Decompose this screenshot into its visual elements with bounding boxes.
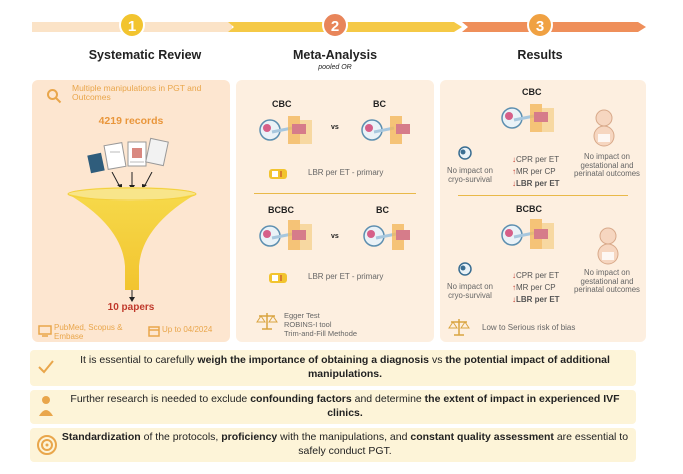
c1-mid: vs xyxy=(429,354,446,366)
results-top-lbr: ↓LBR per ET xyxy=(512,179,560,188)
c3-t3: are essential to safely conduct PGT. xyxy=(298,431,629,457)
funnel-icon xyxy=(67,187,197,290)
target-icon xyxy=(37,435,57,455)
results-bottom-cpr-text: CPR per ET xyxy=(516,271,560,280)
search-text: Multiple manipulations in PGT and Outcom… xyxy=(72,83,202,103)
step-1-title: Systematic Review xyxy=(88,48,202,62)
conclusion-3-text: Standardization of the protocols, profic… xyxy=(60,431,630,458)
magnifier-icon xyxy=(47,89,62,104)
meta-top-left-label: CBC xyxy=(272,99,292,109)
progress-bar-segment-3 xyxy=(462,22,646,32)
meta-bottom-left-label: BCBC xyxy=(268,205,294,215)
method-2: ROBINS-I tool xyxy=(284,320,332,329)
meta-top-right-label: BC xyxy=(373,99,386,109)
step-3-title: Results xyxy=(517,48,563,62)
c3-b3: constant quality assessment xyxy=(410,431,554,443)
baby-illustration xyxy=(593,109,615,147)
biopsy-illustration xyxy=(501,104,554,132)
results-bottom-cpr: ↓CPR per ET xyxy=(512,271,560,280)
researcher-icon xyxy=(39,396,53,416)
checkmark-icon xyxy=(38,360,54,374)
meta-top-vs: vs xyxy=(331,124,339,131)
step-2-subtitle: pooled OR xyxy=(318,64,352,71)
results-top-cpr-text: CPR per ET xyxy=(516,155,560,164)
c2-pre: Further research is needed to exclude xyxy=(70,393,251,405)
conclusion-banner-2: Further research is needed to exclude co… xyxy=(30,390,636,424)
results-top-mr-text: MR per CP xyxy=(516,167,556,176)
results-top-gest: No impact on gestational and perinatal o… xyxy=(574,152,640,179)
meta-bottom-measure: LBR per ET - primary xyxy=(308,272,384,281)
c3-b1: Standardization xyxy=(61,431,141,443)
c2-b2: the extent of impact in experienced IVF … xyxy=(327,393,620,419)
baby-illustration xyxy=(597,227,619,265)
step-3-badge: 3 xyxy=(527,12,553,38)
meta-top-measure: LBR per ET - primary xyxy=(308,168,384,177)
pregnancy-test-icon xyxy=(269,169,287,179)
results-bottom-lbr: ↓LBR per ET xyxy=(512,295,560,304)
records-count: 4219 records xyxy=(98,115,164,127)
step-1-badge: 1 xyxy=(119,12,145,38)
c1-b1: weigh the importance of obtaining a diag… xyxy=(197,354,430,366)
results-bottom-gest: No impact on gestational and perinatal o… xyxy=(574,268,640,295)
c3-t2: with the manipulations, and xyxy=(277,431,411,443)
results-bias: Low to Serious risk of bias xyxy=(482,323,576,332)
c2-b1: confounding factors xyxy=(250,393,352,405)
meta-bottom-vs: vs xyxy=(331,233,339,240)
step-2-badge: 2 xyxy=(322,12,348,38)
results-panel: CBC No impact on cryo-survival ↓CPR per … xyxy=(440,80,646,342)
computer-icon xyxy=(38,325,52,337)
results-top-lbr-text: LBR per ET xyxy=(516,179,560,188)
biopsy-illustration xyxy=(259,220,312,250)
embryo-icon xyxy=(458,262,472,276)
scale-icon xyxy=(448,319,470,336)
date-text: Up to 04/2024 xyxy=(162,325,213,334)
divider xyxy=(254,193,416,194)
calendar-icon xyxy=(148,326,160,337)
databases-text: PubMed, Scopus & Embase xyxy=(54,323,123,341)
results-top-label: CBC xyxy=(522,87,542,97)
biopsy-illustration xyxy=(259,116,312,144)
meta-analysis-panel: CBC BC vs LBR per ET - primary BCBC BC v… xyxy=(236,80,434,342)
results-top-mr: ↑MR per CP xyxy=(512,167,556,176)
c3-t1: of the protocols, xyxy=(140,431,222,443)
results-bottom-label: BCBC xyxy=(516,204,542,214)
progress-bar-segment-2 xyxy=(228,22,462,32)
results-bottom-mr-text: MR per CP xyxy=(516,283,556,292)
conclusion-banner-3: Standardization of the protocols, profic… xyxy=(30,428,636,462)
results-top-cpr: ↓CPR per ET xyxy=(512,155,560,164)
meta-bottom-right-label: BC xyxy=(376,205,389,215)
conclusion-1-text: It is essential to carefully weigh the i… xyxy=(60,354,630,381)
results-bottom-lbr-text: LBR per ET xyxy=(516,295,560,304)
c2-mid: and determine xyxy=(351,393,425,405)
method-1: Egger Test xyxy=(284,311,320,320)
results-top-cryo: No impact on cryo-survival xyxy=(447,166,493,184)
biopsy-illustration xyxy=(363,224,410,250)
results-bottom-mr: ↑MR per CP xyxy=(512,283,556,292)
funnel-arrow xyxy=(129,290,135,302)
conclusion-2-text: Further research is needed to exclude co… xyxy=(60,393,630,420)
divider xyxy=(458,195,628,196)
results-bottom-cryo: No impact on cryo-survival xyxy=(447,282,493,300)
systematic-review-panel: Multiple manipulations in PGT and Outcom… xyxy=(32,80,230,342)
conclusion-banner-1: It is essential to carefully weigh the i… xyxy=(30,350,636,386)
c3-b2: proficiency xyxy=(221,431,278,443)
c1-b2: the potential impact of additional manip… xyxy=(307,354,610,380)
pregnancy-test-icon xyxy=(269,273,287,283)
biopsy-illustration xyxy=(361,116,410,144)
method-3: Trim-and-Fill Methode xyxy=(284,329,358,338)
step-2-title: Meta-Analysis xyxy=(292,48,378,62)
scale-icon xyxy=(256,313,278,330)
papers-count: 10 papers xyxy=(107,302,155,313)
biopsy-illustration xyxy=(501,219,554,249)
embryo-icon xyxy=(458,146,472,160)
papers-illustration xyxy=(87,137,169,174)
c1-pre: It is essential to carefully xyxy=(80,354,198,366)
